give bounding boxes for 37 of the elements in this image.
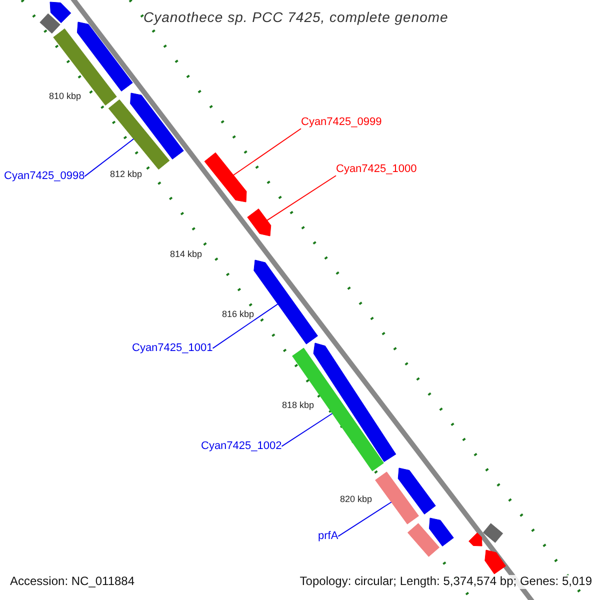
scale-label: 818 kbp: [282, 400, 314, 410]
gene-bar: [76, 22, 133, 92]
gene-bar: [428, 518, 454, 546]
accession-text: Accession: NC_011884: [10, 575, 135, 589]
scale-label: 810 kbp: [49, 91, 82, 102]
gene-label: prfA: [318, 530, 338, 543]
gene-label: Cyan7425_1000: [336, 163, 417, 176]
leader-line: [212, 304, 278, 349]
leader-line: [232, 128, 302, 176]
gene-bar: [398, 468, 436, 514]
gene-marker: [40, 13, 60, 34]
leader-line: [266, 175, 336, 221]
gene-bar: [407, 523, 440, 557]
gene-label: Cyan7425_0999: [301, 116, 382, 129]
gene-bar: [247, 208, 272, 236]
scale-label: 816 kbp: [222, 309, 254, 320]
gene-label: Cyan7425_0998: [4, 170, 85, 183]
genome-title: Cyanothece sp. PCC 7425, complete genome: [144, 9, 448, 26]
leader-line: [281, 413, 333, 447]
gene-bar: [375, 472, 419, 524]
gene-marker: [482, 523, 504, 543]
scale-label: 814 kbp: [170, 249, 202, 260]
gene-bar: [313, 342, 396, 462]
gene-bar: [108, 99, 170, 170]
scale-label: 820 kbp: [340, 494, 372, 504]
gene-bar: [484, 550, 506, 574]
genome-summary: Topology: circular; Length: 5,374,574 bp; Genes: 5,019: [300, 575, 592, 589]
leader-line: [338, 502, 392, 537]
gene-bar: [254, 260, 318, 344]
gene-bar: [468, 532, 482, 546]
gene-label: Cyan7425_1002: [201, 440, 282, 453]
gene-bar: [130, 92, 184, 160]
scale-label: 812 kbp: [110, 169, 142, 180]
gene-bar: [50, 2, 72, 24]
gene-label: Cyan7425_1001: [132, 342, 213, 355]
leader-line: [84, 138, 134, 177]
gene-bar: [204, 152, 247, 202]
